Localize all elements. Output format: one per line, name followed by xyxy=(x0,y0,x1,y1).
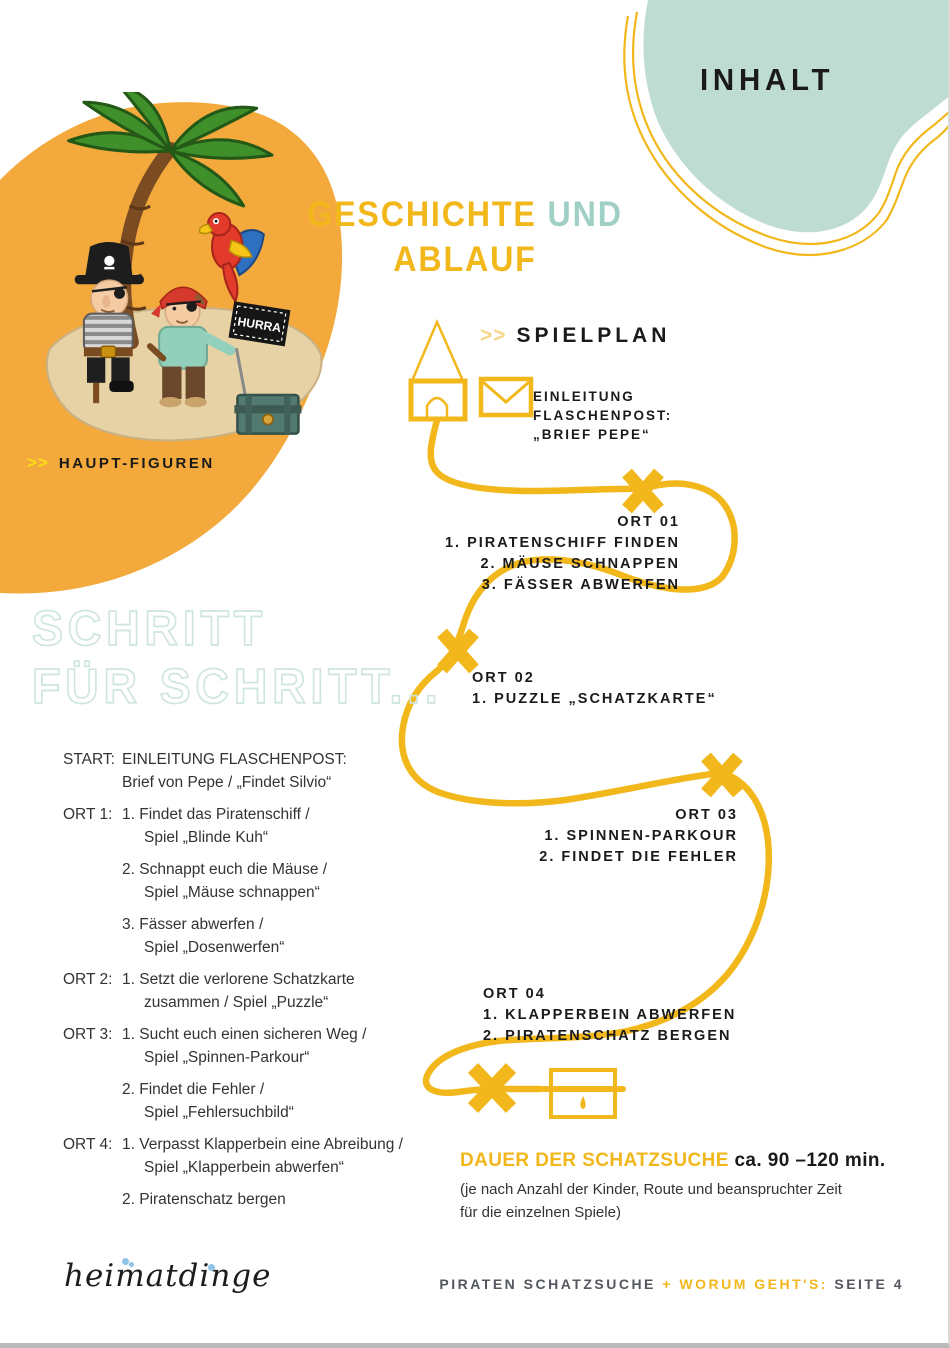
step-row-ort3-1: ORT 3: 1. Sucht euch einen sicheren Weg … xyxy=(63,1026,367,1066)
step-row-ort2-1: ORT 2: 1. Setzt die verlorene Schatzkart… xyxy=(63,971,355,1011)
station-title: ORT 04 xyxy=(483,986,546,1002)
envelope-icon xyxy=(478,376,534,418)
duration-value: ca. 90 –120 min. xyxy=(728,1150,886,1171)
x-marker-2 xyxy=(437,628,479,674)
step-row-ort3-2: 2. Findet die Fehler /Spiel „Fehlersuchb… xyxy=(122,1081,294,1121)
station-title: ORT 01 xyxy=(617,514,680,530)
step-row-ort4-2: 2. Piratenschatz bergen xyxy=(122,1191,286,1208)
footer-series: PIRATEN SCHATZSUCHE xyxy=(439,1276,656,1292)
logo-flower-icon xyxy=(208,1264,215,1271)
schritt-fuer-schritt-heading: SCHRITT FÜR SCHRITT... xyxy=(31,601,443,715)
footer-page-number: SEITE 4 xyxy=(834,1276,904,1292)
step-row-ort1-3: 3. Fässer abwerfen /Spiel „Dosenwerfen“ xyxy=(122,916,285,956)
map-station-ort02: ORT 02 1. PUZZLE „SCHATZKARTE“ xyxy=(472,670,717,707)
step-row-start: START: EINLEITUNG FLASCHENPOST:Brief von… xyxy=(63,751,347,791)
duration-info: DAUER DER SCHATZSUCHE ca. 90 –120 min. (… xyxy=(460,1150,886,1221)
step-row-ort1-1: ORT 1: 1. Findet das Piratenschiff /Spie… xyxy=(63,806,310,846)
pirate-kid xyxy=(146,286,236,408)
mint-blob-outline-2 xyxy=(623,15,948,256)
treasure-chest-illustration xyxy=(234,393,302,435)
mint-blob xyxy=(643,0,948,233)
step-row-ort4-1: ORT 4: 1. Verpasst Klapperbein eine Abre… xyxy=(63,1136,403,1176)
pirate-captain xyxy=(74,242,144,404)
logo-flower-icon xyxy=(122,1258,129,1265)
map-station-ort03: ORT 03 1. SPINNEN-PARKOUR 2. FINDET DIE … xyxy=(539,807,738,865)
step-row-ort1-2: 2. Schnappt euch die Mäuse /Spiel „Mäuse… xyxy=(122,861,328,901)
title-und: UND xyxy=(547,195,623,234)
house-icon xyxy=(408,318,468,422)
einleitung-label: EINLEITUNG FLASCHENPOST: „BRIEF PEPE“ xyxy=(533,389,673,442)
x-marker-3 xyxy=(701,752,743,798)
map-station-ort01: ORT 01 1. PIRATENSCHIFF FINDEN 2. MÄUSE … xyxy=(444,514,680,593)
island-illustration: HURRA xyxy=(45,92,323,442)
title-ablauf: ABLAUF xyxy=(393,240,537,279)
chevrons-icon: >> xyxy=(27,453,49,472)
spielplan-heading: >>SPIELPLAN xyxy=(480,324,671,347)
inhalt-heading: INHALT xyxy=(700,62,835,97)
station-title: ORT 02 xyxy=(472,670,535,686)
treasure-chest-icon xyxy=(540,1068,626,1119)
flag-text: HURRA xyxy=(236,315,282,336)
hurra-flag: HURRA xyxy=(228,301,291,398)
duration-title: DAUER DER SCHATZSUCHE xyxy=(460,1150,729,1171)
footer-page-info: PIRATEN SCHATZSUCHE + WORUM GEHT'S: SEIT… xyxy=(439,1276,904,1292)
mint-blob-outline-1 xyxy=(631,11,948,246)
logo-flower-icon xyxy=(129,1262,134,1267)
map-station-ort04: ORT 04 1. KLAPPERBEIN ABWERFEN 2. PIRATE… xyxy=(483,986,737,1044)
chevrons-icon: >> xyxy=(480,324,507,347)
title-geschichte: GESCHICHTE xyxy=(307,195,548,234)
footer-plus: + xyxy=(655,1276,680,1292)
parrot xyxy=(198,212,265,304)
station-title: ORT 03 xyxy=(675,807,738,823)
page-title: GESCHICHTE UND ABLAUF xyxy=(272,192,658,282)
step-list: START: EINLEITUNG FLASCHENPOST:Brief von… xyxy=(63,748,483,1220)
x-marker-1 xyxy=(622,468,664,514)
haupt-figuren-heading: >>HAUPT-FIGUREN xyxy=(27,453,215,472)
heimatdinge-logo: heimatdinge xyxy=(64,1258,272,1294)
footer-section: WORUM GEHT'S: xyxy=(679,1276,835,1292)
